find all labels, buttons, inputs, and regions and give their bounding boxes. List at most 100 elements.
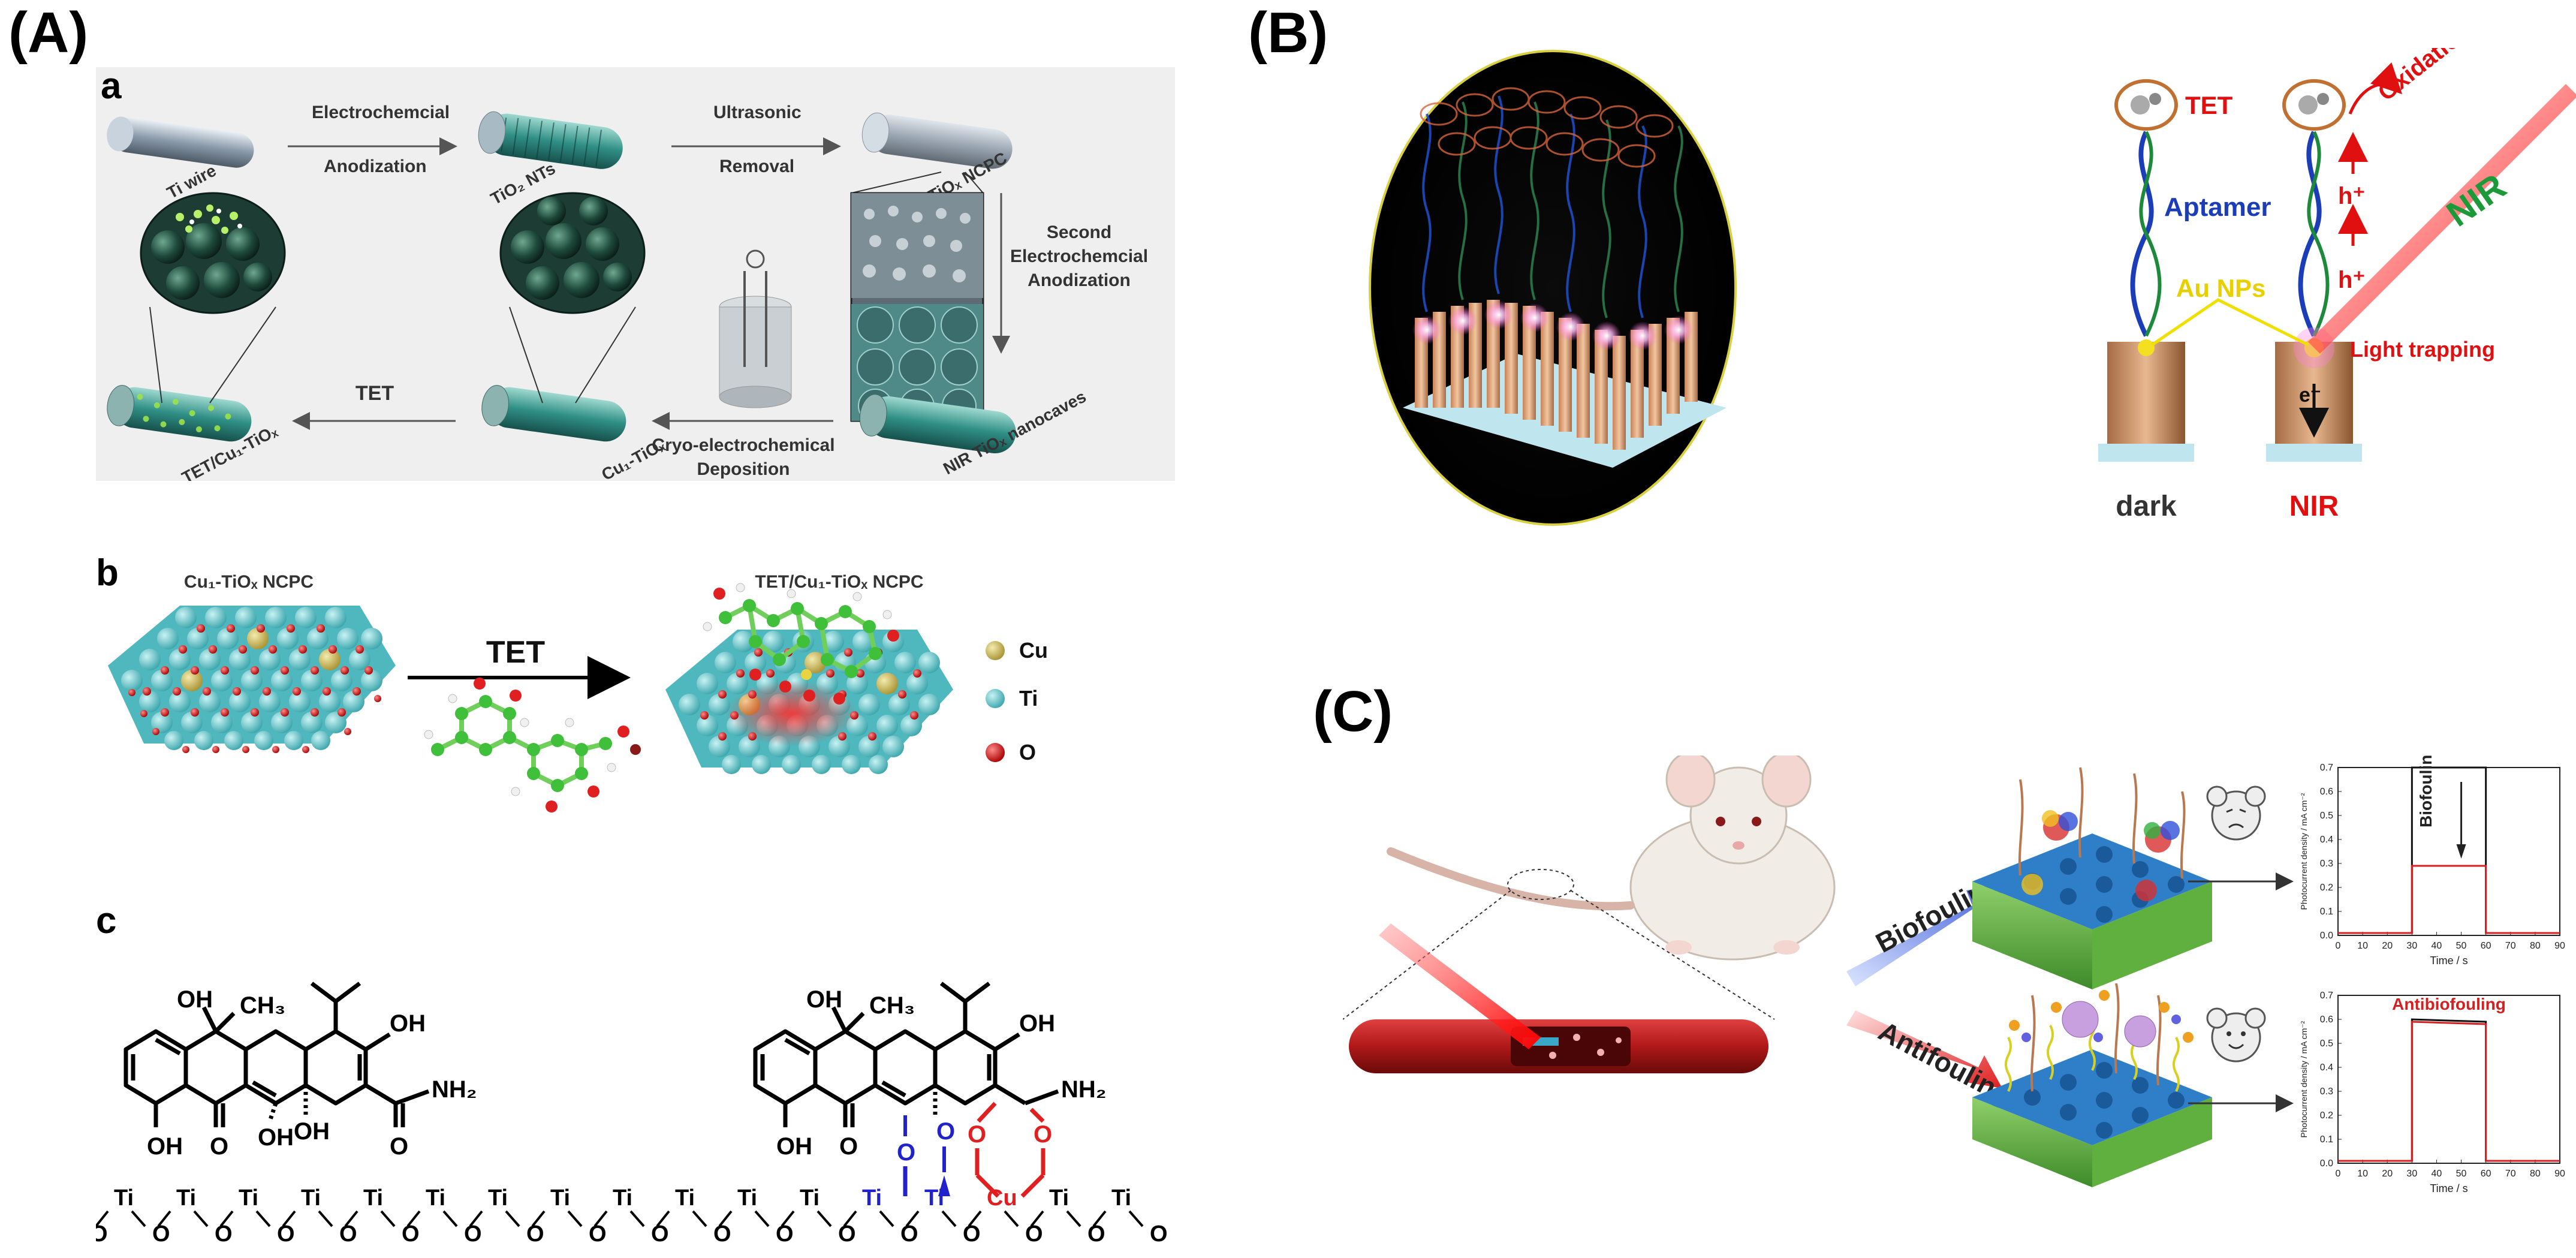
h-plus-label-2: h⁺: [2338, 267, 2366, 293]
nir-condition-label: NIR: [2289, 490, 2339, 522]
chain-ti-atom: Ti: [550, 1185, 570, 1211]
x-tick-label: 40: [2432, 941, 2442, 951]
y-axis-label: Photocurrent density / mA cm⁻²: [2299, 793, 2309, 910]
chain-ti-atom: Ti: [862, 1185, 882, 1211]
y-tick-label: 0.6: [2320, 1015, 2333, 1025]
x-tick-label: 60: [2481, 1169, 2491, 1179]
chain-ti-atom: Ti: [239, 1185, 258, 1211]
y-tick-label: 0.7: [2320, 991, 2333, 1001]
x-axis-label: Time / s: [2430, 955, 2467, 967]
chart-annotation: Antibiofouling: [2392, 995, 2506, 1013]
y-tick-label: 0.0: [2320, 1158, 2333, 1169]
in-vivo-scheme: Biofouling Antifouling: [1343, 756, 2002, 1111]
y-tick-label: 0.3: [2320, 859, 2333, 869]
chain-o-atom: O: [651, 1221, 669, 1247]
x-axis-label: Time / s: [2430, 1182, 2467, 1194]
tet-ring-2: [183, 1029, 248, 1106]
step2-label-bottom: Removal: [719, 157, 794, 176]
au-nps-label: Au NPs: [2176, 274, 2265, 302]
left-nh2-label: NH₂: [432, 1076, 477, 1103]
x-tick-label: 50: [2456, 941, 2467, 951]
chain-o-atom: O: [215, 1221, 233, 1247]
x-tick-label: 30: [2406, 1169, 2417, 1179]
left-oh-label-3: OH: [147, 1133, 183, 1160]
panel-label-c: (C): [1313, 679, 1393, 744]
tet-cu-tiox-ncpc-title: TET/Cu₁-TiOₓ NCPC: [755, 572, 923, 592]
chain-o-atom: O: [152, 1221, 170, 1247]
subpanel-a-letter: a: [101, 65, 122, 107]
sensing-mechanism-scheme: TET Oxidation Aptamer h⁺ h⁺ NIR Au NPs L…: [2098, 48, 2576, 522]
antifouling-arrow: [1846, 1010, 2002, 1088]
chain-o-atom: O: [526, 1221, 544, 1247]
chart-annotation: Biofouling: [2417, 756, 2435, 827]
cu-tiox-slab: [108, 606, 396, 753]
x-tick-label: 90: [2554, 941, 2565, 951]
step3-label-3: Anodization: [1028, 270, 1131, 290]
chain-ti-atom: Ti: [488, 1185, 508, 1211]
sad-mouse-icon: [2206, 786, 2266, 841]
fouled-electrode: [1972, 767, 2212, 989]
nir-beam-label: NIR: [2439, 165, 2513, 234]
electron-label: e⁻: [2299, 384, 2321, 407]
chain-o-atom: O: [277, 1221, 295, 1247]
chain-o-atom: O: [776, 1221, 794, 1247]
y-tick-label: 0.6: [2320, 787, 2333, 797]
legend-o-label: O: [1019, 740, 1036, 765]
x-tick-label: 30: [2406, 941, 2417, 951]
cu-tiox-label: Cu₁-TiOₓ: [598, 435, 668, 481]
chain-o-atom: O: [1087, 1221, 1105, 1247]
y-tick-label: 0.2: [2320, 883, 2333, 893]
right-oh-label-1: OH: [806, 986, 842, 1013]
y-tick-label: 0.3: [2320, 1087, 2333, 1097]
right-o-label-1: O: [839, 1133, 858, 1160]
chain-o-atom: O: [589, 1221, 607, 1247]
left-oh-label-5: OH: [294, 1118, 330, 1145]
chain-o-atom: O: [900, 1221, 918, 1247]
legend-ti-swatch: [986, 689, 1005, 708]
atomic-structure-scheme: Cu₁-TiOₓ NCPC TET/Cu₁-TiOₓ NCPC TET: [108, 572, 1048, 812]
bound-tet-molecule: [703, 583, 899, 705]
x-tick-label: 90: [2554, 1169, 2565, 1179]
y-tick-label: 0.1: [2320, 1134, 2333, 1145]
legend-cu-label: Cu: [1019, 638, 1048, 663]
tet-ring-4: [303, 1029, 368, 1106]
atom-legend: Cu Ti O: [986, 638, 1048, 765]
implant-laser: [1379, 923, 1541, 1049]
x-tick-label: 70: [2505, 1169, 2516, 1179]
step4-label-2: Deposition: [697, 459, 790, 479]
x-tick-label: 80: [2530, 1169, 2541, 1179]
right-oh-label-3: OH: [776, 1133, 812, 1160]
chain-o-atom: O: [339, 1221, 357, 1247]
step3-label-2: Electrochemcial: [1010, 246, 1148, 266]
electrode-surfaces: [1972, 767, 2212, 1187]
h-plus-label-1: h⁺: [2338, 183, 2366, 209]
step1-label-bottom: Anodization: [324, 157, 427, 176]
left-o-label-2: O: [390, 1133, 408, 1160]
result-arrows: [2188, 786, 2294, 1112]
x-tick-label: 10: [2357, 941, 2368, 951]
au-nps-pointer: [2151, 298, 2309, 347]
biofouling-arrow: [1846, 884, 2002, 986]
ti-wire-illustration: [107, 116, 254, 168]
x-tick-label: 80: [2530, 941, 2541, 951]
nanocaves-illustration: [859, 394, 1016, 453]
x-tick-label: 20: [2382, 941, 2393, 951]
plot-area: [2337, 767, 2560, 936]
chain-ti-atom: Ti: [176, 1185, 196, 1211]
x-tick-label: 70: [2505, 941, 2516, 951]
binding-chemistry-scheme: OH CH₃ OH NH₂ OH O O OH OH OH CH₃ OH NH₂…: [96, 982, 1168, 1247]
chain-o-atom: O: [464, 1221, 482, 1247]
chain-cu-atom: Cu: [987, 1185, 1017, 1211]
chain-ti-atom: Ti: [1049, 1185, 1069, 1211]
left-oh-label-1: OH: [177, 986, 213, 1013]
coord-o-label-4: O: [1034, 1121, 1052, 1148]
nanotube-pillars: [1415, 300, 1698, 450]
mouse-illustration: [1387, 756, 1836, 961]
tet-label: TET: [2185, 91, 2233, 119]
right-nh2-label: NH₂: [1061, 1076, 1107, 1103]
chain-o-atom: O: [96, 1221, 108, 1247]
tiox-ncpc-illustration: [861, 112, 1013, 169]
tet-cu-tiox-illustration: [107, 385, 252, 442]
x-tick-label: 60: [2481, 941, 2491, 951]
